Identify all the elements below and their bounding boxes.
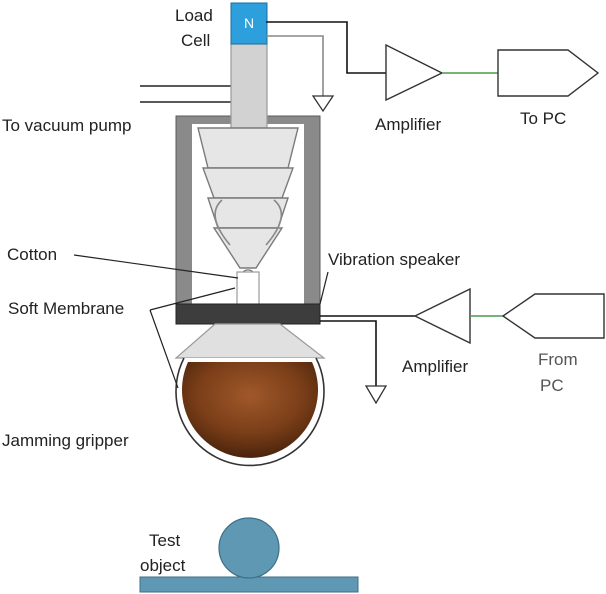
speaker-ground xyxy=(364,385,388,405)
magnet-n-label: N xyxy=(244,15,254,31)
load-cell-label-line2: Cell xyxy=(181,31,210,50)
bottom-signal-chain xyxy=(320,287,605,405)
load-cell-label-line1: Load xyxy=(175,6,213,25)
jamming-gripper xyxy=(182,362,318,458)
amplifier-top-symbol xyxy=(385,43,444,102)
vacuum-lines xyxy=(140,85,232,103)
cone-stack xyxy=(197,127,299,269)
test-object-label-line1: Test xyxy=(149,531,180,550)
cotton-label: Cotton xyxy=(7,245,57,264)
leader-lines xyxy=(73,254,329,389)
amplifier-bottom-symbol xyxy=(413,287,471,345)
top-signal-chain xyxy=(266,21,600,102)
vibration-speaker xyxy=(175,303,321,325)
test-platform xyxy=(139,576,359,593)
load-cell-block xyxy=(230,2,268,45)
vacuum-pump-label: To vacuum pump xyxy=(2,116,131,135)
vibration-speaker-label: Vibration speaker xyxy=(328,250,460,269)
to-pc-label: To PC xyxy=(520,109,566,128)
test-object-ball xyxy=(218,517,280,579)
soft-membrane-tube xyxy=(236,271,260,306)
amplifier-top-label: Amplifier xyxy=(375,115,441,134)
from-pc-label-line1: From xyxy=(538,350,578,369)
jamming-gripper-label: Jamming gripper xyxy=(2,431,129,450)
to-pc-connector xyxy=(497,49,600,97)
from-pc-label-line2: PC xyxy=(540,376,564,395)
from-pc-connector xyxy=(501,293,605,339)
test-object-label-line2: object xyxy=(140,556,186,575)
amplifier-bottom-label: Amplifier xyxy=(402,357,468,376)
load-cell-ground xyxy=(266,35,335,113)
gripper-cone xyxy=(174,323,326,359)
load-cell-rod xyxy=(230,43,268,129)
soft-membrane-label: Soft Membrane xyxy=(8,299,124,318)
